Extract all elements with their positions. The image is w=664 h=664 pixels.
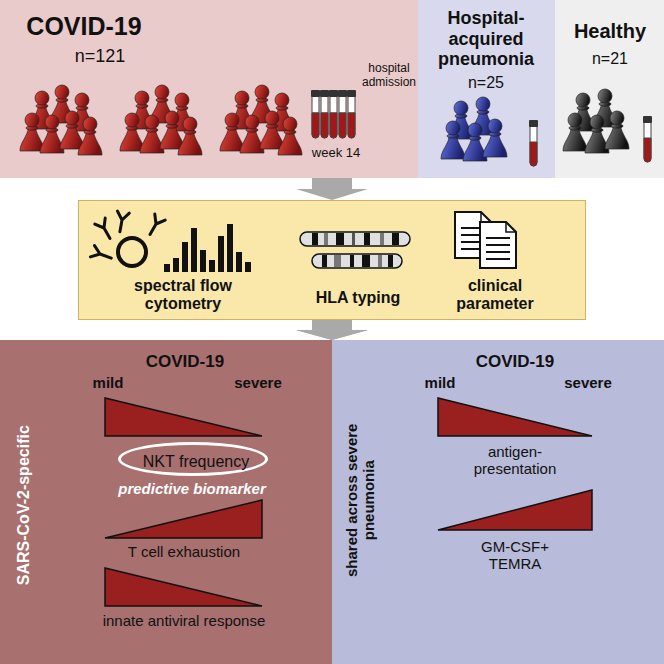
person-figure [441, 121, 465, 159]
trend-wedge [105, 568, 262, 606]
panel-text: n=121 [60, 46, 140, 67]
panel-text: innate antiviral response [69, 612, 299, 629]
document-symbol [480, 222, 516, 268]
panel: SARS-CoV-2-specific COVID-19 mild severe pre… [0, 340, 332, 664]
blood-tube [320, 90, 329, 138]
panel-text: mild [73, 374, 143, 391]
blood-tube [643, 116, 652, 162]
person-figure [160, 111, 184, 149]
panel-fill [0, 0, 418, 178]
panel-text: n=25 [446, 74, 526, 92]
trend-wedge [105, 398, 262, 436]
antibody-symbol [145, 214, 165, 237]
highlight-ellipse: NKT frequency [118, 442, 268, 476]
chromosome-symbol [300, 232, 410, 246]
panel: COVID-19 n=121 hospital admission week 14 [0, 0, 418, 178]
flow-arrow [296, 320, 368, 340]
panel-fill [78, 200, 586, 320]
flow-arrow [296, 320, 368, 340]
panel-text: spectral flow cytometry [118, 277, 248, 314]
trend-wedge [438, 490, 592, 530]
blood-tube [338, 90, 347, 138]
histogram-symbol [164, 224, 251, 272]
panel-text: predictive biomarker [92, 480, 292, 497]
person-figure [278, 117, 302, 155]
panel-text: NKT frequency [126, 453, 266, 471]
person-figure [563, 113, 587, 151]
antibody-symbol [90, 246, 113, 264]
panel-text: week 14 [301, 146, 371, 161]
chromosome-symbol [312, 254, 402, 268]
trend-wedge [105, 500, 262, 538]
flow-arrow [296, 178, 368, 200]
person-figure [220, 113, 244, 151]
person-figure [60, 111, 84, 149]
panel-text: Hospital-acquired pneumonia [430, 8, 542, 70]
trend-wedge [438, 398, 592, 436]
cell-symbol [118, 238, 146, 266]
panel-fill [418, 0, 555, 178]
panel-text: T cell exhaustion [84, 543, 284, 560]
person-figure [605, 111, 629, 149]
panel-text: shared across severe pneumonia [343, 420, 378, 580]
panel-fill [555, 0, 664, 178]
panel-text: COVID-19 [440, 352, 590, 372]
panel-text: n=21 [570, 50, 650, 68]
blood-tube [347, 90, 356, 138]
panel-text: SARS-CoV-2-specific [15, 405, 33, 605]
panel-fill [332, 340, 664, 664]
panel-text: COVID-19 [110, 352, 260, 372]
panel-text: mild [405, 374, 475, 391]
panel-text: clinical parameter [445, 277, 545, 314]
antibody-symbol [114, 211, 129, 233]
blood-tube [329, 90, 338, 138]
person-figure [260, 111, 284, 149]
panel-text: HLA typing [298, 289, 418, 307]
panel-text: severe [218, 374, 298, 391]
panel: Hospital-acquired pneumonia n=25 [418, 0, 555, 178]
panel-text: antigen-presentation [455, 443, 575, 478]
panel: spectral flow cytometry HLA typing clinica… [78, 200, 586, 320]
panel: shared across severe pneumonia COVID-19 mi… [332, 340, 664, 664]
panel-text: severe [548, 374, 628, 391]
blood-tube [529, 120, 538, 166]
person-figure [178, 117, 202, 155]
person-figure [20, 113, 44, 151]
blood-tube [311, 90, 320, 138]
person-figure [78, 117, 102, 155]
panel-text: hospital admission [358, 62, 420, 90]
panel-text: GM-CSF+ TEMRA [470, 538, 560, 573]
panel-text: COVID-19 [9, 12, 159, 41]
antibody-symbol [95, 218, 115, 241]
person-figure [120, 113, 144, 151]
panel: Healthy n=21 [555, 0, 664, 178]
panel-text: Healthy [560, 20, 660, 43]
person-figure [483, 119, 507, 157]
panel-fill [0, 340, 332, 664]
